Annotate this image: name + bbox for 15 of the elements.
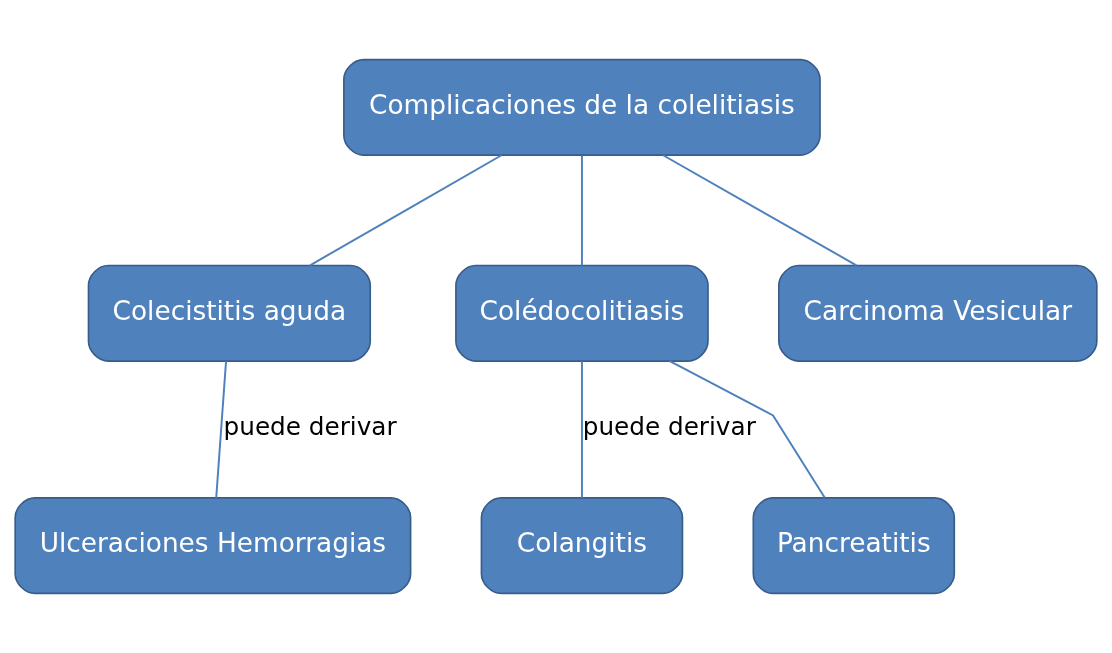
node-box: Complicaciones de la colelitiasis	[343, 58, 821, 156]
edge-label: puede derivar	[582, 412, 756, 442]
connector	[580, 154, 583, 267]
connector	[580, 360, 583, 499]
connector	[668, 360, 826, 499]
edge-label: puede derivar	[223, 412, 397, 442]
connector	[215, 360, 228, 499]
node-box: Colecistitis aguda	[87, 264, 372, 362]
node-box: Carcinoma Vesicular	[778, 264, 1098, 362]
connector	[662, 154, 858, 267]
node-box: Colédocolitiasis	[455, 264, 709, 362]
node-box: Colangitis	[480, 497, 684, 595]
connector	[309, 154, 503, 267]
node-box: Ulceraciones Hemorragias	[14, 497, 412, 595]
node-box: Pancreatitis	[752, 497, 956, 595]
